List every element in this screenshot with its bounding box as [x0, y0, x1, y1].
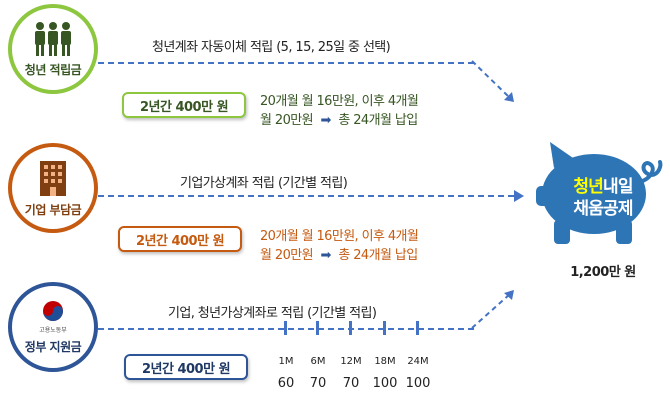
government-amount-box: 2년간 400만 원 — [124, 354, 248, 380]
schedule-value: 100 — [372, 376, 398, 391]
schedule-month: 6M — [310, 356, 326, 367]
schedule-month: 24M — [407, 356, 429, 367]
youth-note-line2a: 월 20만원 — [260, 113, 314, 128]
company-line-text: 기업가상계좌 적립 (기간별 적립) — [180, 176, 348, 191]
youth-note-line1: 20개월 월 16만원, 이후 4개월 — [260, 94, 419, 109]
pig-title-line2: 채움공제 — [573, 199, 633, 219]
company-amount-box: 2년간 400만 원 — [118, 226, 242, 252]
schedule-tick — [349, 321, 352, 335]
youth-note: 20개월 월 16만원, 이후 4개월 월 20만원 ➡ 총 24개월 납입 — [260, 92, 419, 130]
government-support-circle: 고용노동부 정부 지원금 — [8, 282, 98, 372]
schedule-value: 70 — [309, 376, 327, 391]
right-arrow-icon: ➡ — [320, 248, 332, 263]
company-arrow-head — [514, 190, 524, 202]
company-note-line1: 20개월 월 16만원, 이후 4개월 — [260, 229, 419, 244]
ministry-label: 고용노동부 — [39, 327, 67, 334]
right-arrow-icon: ➡ — [320, 113, 332, 128]
pig-title: 청년내일 채움공제 — [546, 176, 660, 220]
schedule-tick — [284, 321, 287, 335]
youth-dashed-line — [98, 62, 474, 64]
youth-savings-circle: 청년 적립금 — [8, 4, 98, 94]
schedule-month: 18M — [374, 356, 396, 367]
schedule-month: 12M — [340, 356, 362, 367]
schedule-value: 60 — [277, 376, 295, 391]
schedule-tick — [316, 321, 319, 335]
pig-title-rest: 내일 — [603, 177, 633, 197]
schedule-value: 70 — [342, 376, 360, 391]
people-icon — [35, 21, 71, 56]
building-icon — [40, 160, 66, 196]
government-line-text: 기업, 청년가상계좌로 적립 (기간별 적립) — [168, 306, 377, 321]
company-note-line2a: 월 20만원 — [260, 248, 314, 263]
company-note: 20개월 월 16만원, 이후 4개월 월 20만원 ➡ 총 24개월 납입 — [260, 227, 419, 265]
company-dashed-line — [98, 195, 514, 197]
youth-arrow — [471, 60, 514, 102]
youth-note-line2b: 총 24개월 납입 — [338, 113, 418, 128]
company-label: 기업 부담금 — [24, 202, 82, 217]
taegeuk-emblem-icon — [43, 301, 63, 321]
schedule-value: 100 — [405, 376, 431, 391]
company-contribution-circle: 기업 부담금 — [8, 143, 98, 233]
youth-amount-box: 2년간 400만 원 — [122, 92, 246, 118]
schedule-tick — [383, 321, 386, 335]
youth-label: 청년 적립금 — [24, 62, 82, 77]
schedule-tick — [416, 321, 419, 335]
piggy-bank-icon — [536, 142, 663, 244]
government-arrow — [471, 290, 514, 329]
company-note-line2b: 총 24개월 납입 — [338, 248, 418, 263]
youth-line-text: 청년계좌 자동이체 적립 (5, 15, 25일 중 선택) — [152, 40, 391, 55]
pig-title-highlight: 청년 — [573, 177, 603, 197]
schedule-month: 1M — [278, 356, 294, 367]
government-label: 정부 지원금 — [24, 340, 82, 354]
total-amount: 1,200만 원 — [570, 265, 636, 280]
